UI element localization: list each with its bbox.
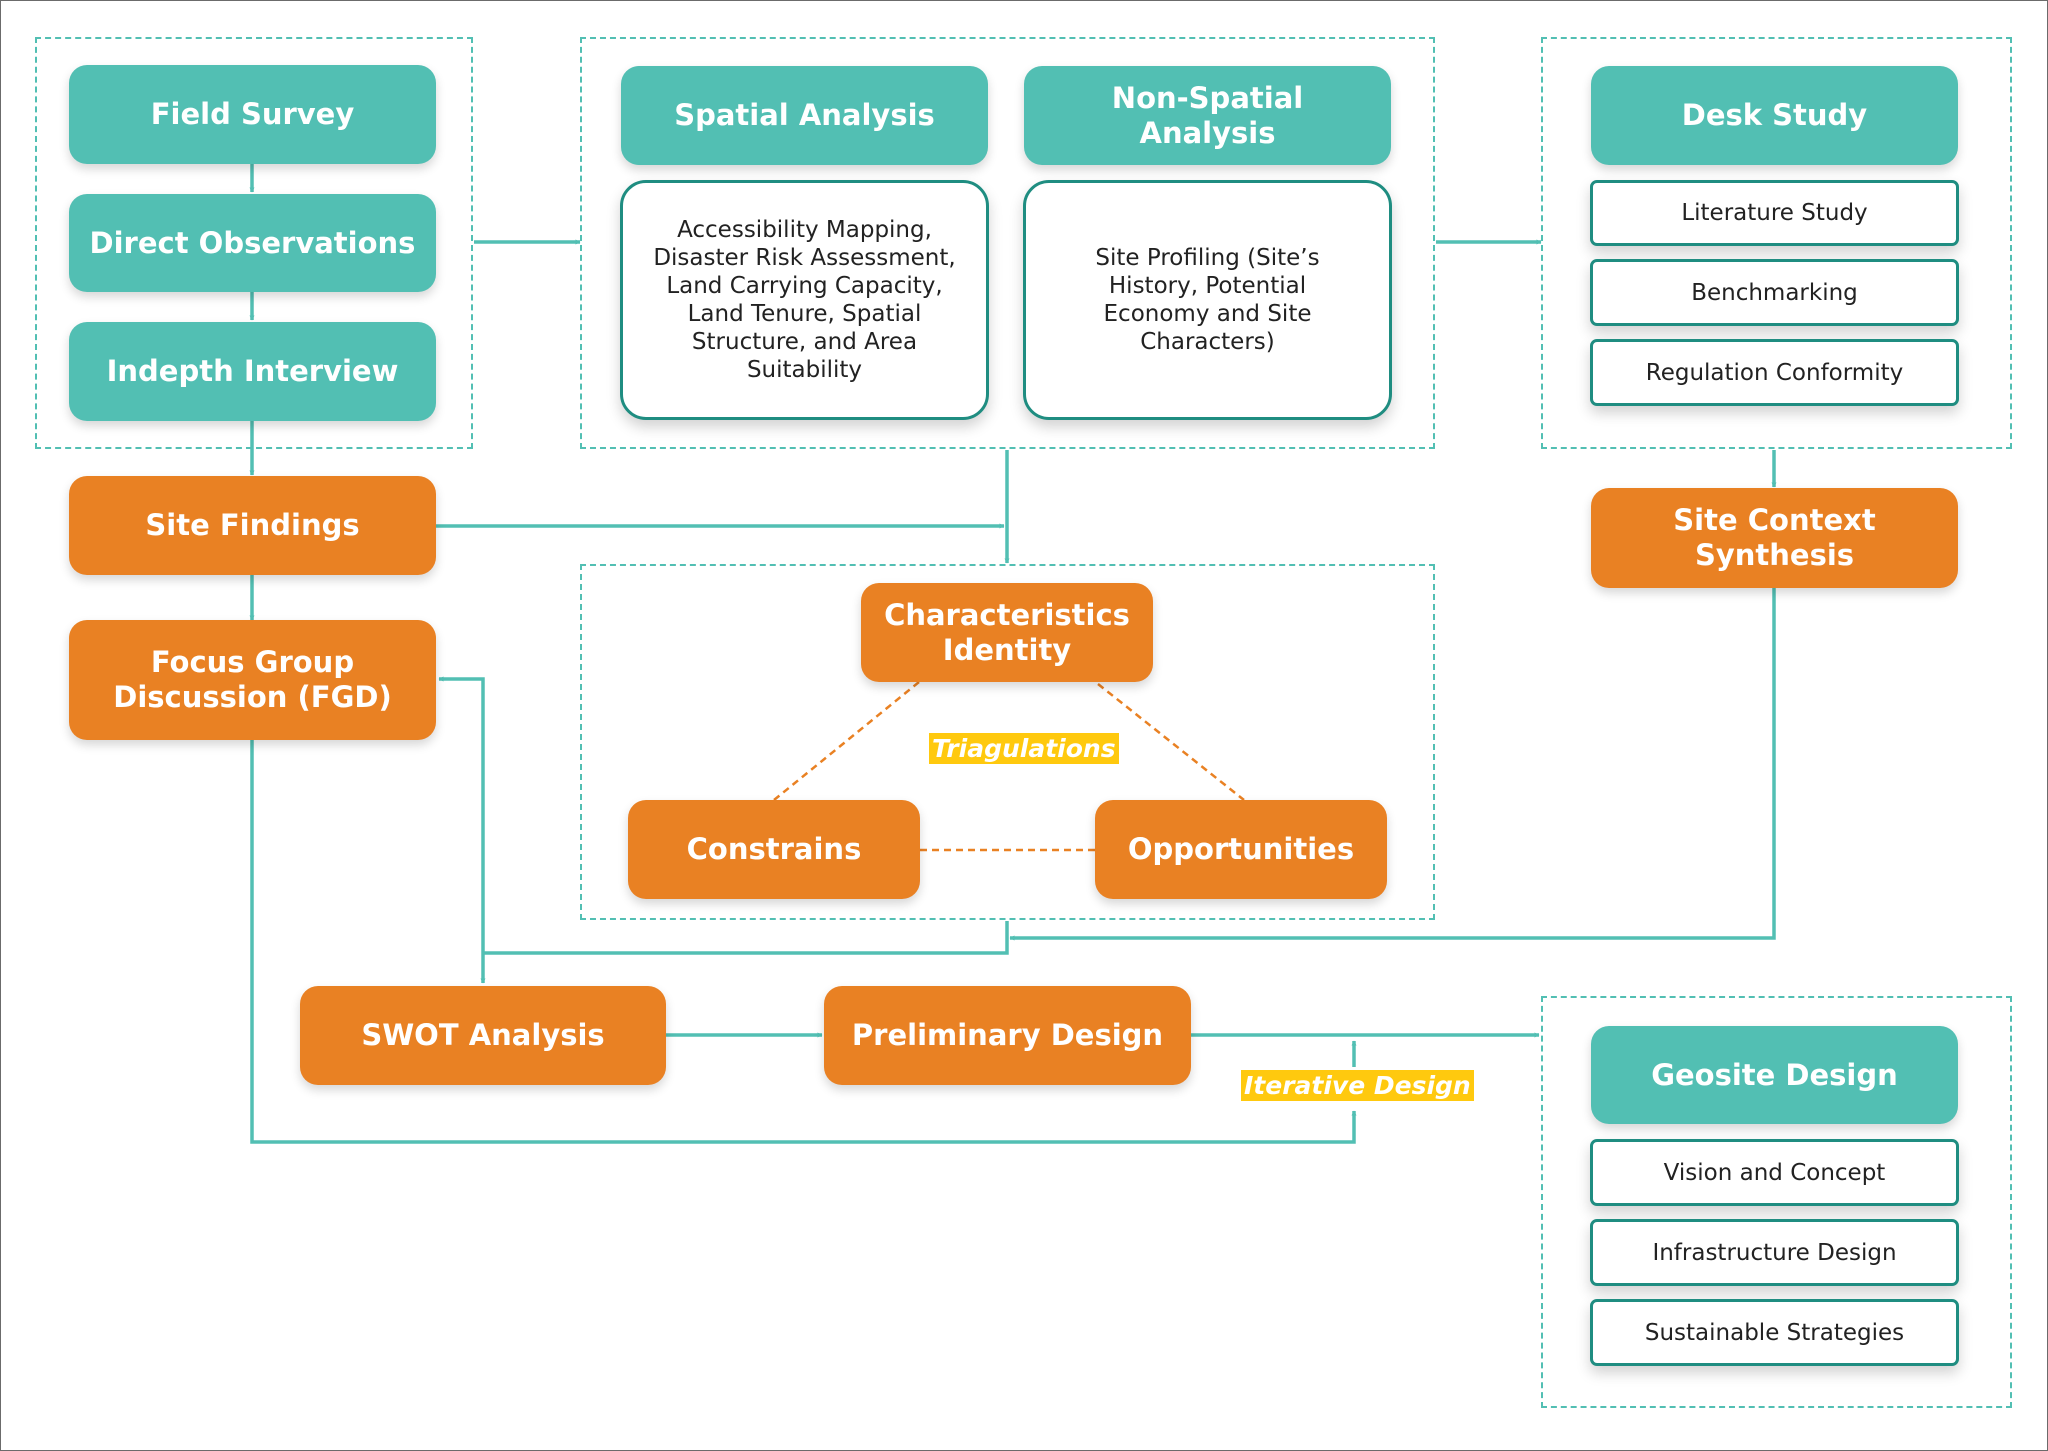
infrastructure-design-item: Infrastructure Design bbox=[1590, 1219, 1959, 1286]
arrow-fgd-to-iterative bbox=[250, 740, 1357, 1144]
characteristics-identity-node: Characteristics Identity bbox=[861, 583, 1153, 682]
arrow-to-fgd bbox=[438, 676, 485, 953]
group-analysis bbox=[580, 37, 1435, 449]
geosite-design-node: Geosite Design bbox=[1591, 1026, 1958, 1124]
literature-study-item: Literature Study bbox=[1590, 180, 1959, 246]
benchmarking-item: Benchmarking bbox=[1590, 259, 1959, 326]
line-triangulation-to-swot bbox=[483, 921, 1009, 955]
group-desk-study bbox=[1541, 37, 2012, 449]
regulation-conformity-item: Regulation Conformity bbox=[1590, 339, 1959, 406]
vision-and-concept-item: Vision and Concept bbox=[1590, 1139, 1959, 1206]
spatial-analysis-detail: Accessibility Mapping, Disaster Risk Ass… bbox=[620, 180, 989, 420]
iterative-design-label: Iterative Design bbox=[1241, 1070, 1474, 1101]
site-context-synthesis-node: Site Context Synthesis bbox=[1591, 488, 1958, 588]
dashed-characteristics-constrains bbox=[773, 681, 920, 801]
focus-group-discussion-node: Focus Group Discussion (FGD) bbox=[69, 620, 436, 740]
non-spatial-analysis-detail: Site Profiling (Site’s History, Potentia… bbox=[1023, 180, 1392, 420]
site-findings-node: Site Findings bbox=[69, 476, 436, 575]
sustainable-strategies-item: Sustainable Strategies bbox=[1590, 1299, 1959, 1366]
triangulations-label: Triagulations bbox=[929, 733, 1119, 764]
preliminary-design-node: Preliminary Design bbox=[824, 986, 1191, 1085]
direct-observations-node: Direct Observations bbox=[69, 194, 436, 292]
group-field-methods bbox=[35, 37, 473, 449]
non-spatial-analysis-node: Non-Spatial Analysis bbox=[1024, 66, 1391, 165]
desk-study-node: Desk Study bbox=[1591, 66, 1958, 165]
spatial-analysis-node: Spatial Analysis bbox=[621, 66, 988, 165]
indepth-interview-node: Indepth Interview bbox=[69, 322, 436, 421]
dashed-characteristics-opportunities bbox=[1097, 683, 1245, 801]
swot-analysis-node: SWOT Analysis bbox=[300, 986, 666, 1085]
opportunities-node: Opportunities bbox=[1095, 800, 1387, 899]
constrains-node: Constrains bbox=[628, 800, 920, 899]
field-survey-node: Field Survey bbox=[69, 65, 436, 164]
group-triangulation bbox=[580, 564, 1435, 920]
arrow-synthesis-to-triangulation bbox=[1009, 588, 1776, 941]
group-geosite-design bbox=[1541, 996, 2012, 1408]
